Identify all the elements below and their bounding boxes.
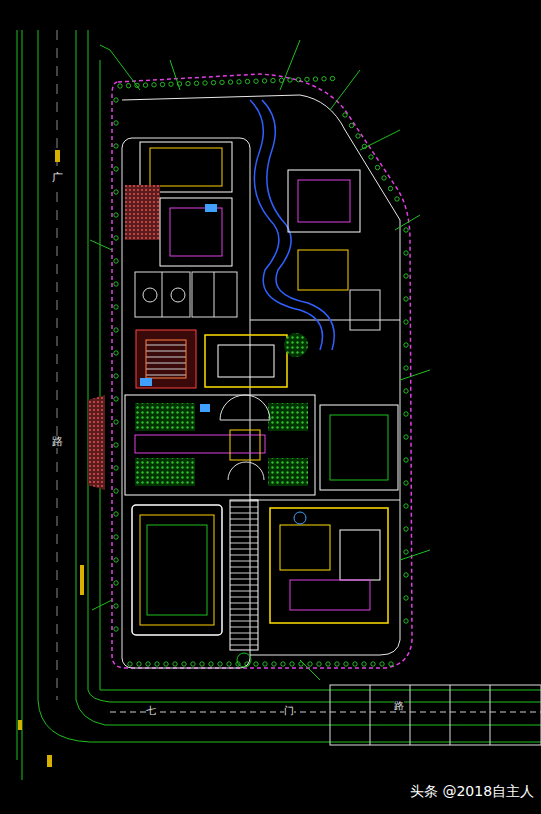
pool <box>205 204 217 212</box>
building <box>205 335 287 387</box>
left-road <box>17 30 541 780</box>
building <box>170 208 222 256</box>
building <box>160 198 232 266</box>
plaza-square <box>320 405 398 490</box>
building <box>146 340 186 378</box>
building-complex <box>270 508 388 623</box>
courts <box>135 272 237 317</box>
sports-field <box>132 505 222 635</box>
boundary-trees <box>114 76 408 666</box>
water-channel <box>250 100 334 350</box>
main-axis <box>230 500 258 650</box>
inner-roads <box>122 95 400 668</box>
road-name: 七 <box>146 705 156 716</box>
watermark: 头条 @2018自主人 <box>410 784 534 799</box>
road-name: 路 <box>52 436 63 448</box>
road-name: 路 <box>394 700 404 711</box>
leader-lines <box>90 40 430 680</box>
building <box>288 170 360 232</box>
crosswalk-grid <box>57 30 541 745</box>
building <box>136 330 196 388</box>
garden <box>284 333 308 357</box>
building <box>298 250 348 290</box>
road-name: 广 <box>52 172 63 184</box>
top-field <box>140 142 232 192</box>
road-name: 门 <box>284 705 294 716</box>
entrance-plaza <box>88 395 105 490</box>
pool <box>140 378 152 386</box>
field-line <box>150 148 222 186</box>
road-marks <box>18 150 84 767</box>
building <box>218 345 274 377</box>
plaza-square <box>330 415 388 480</box>
site-boundary <box>112 74 412 668</box>
building <box>298 180 350 222</box>
gate-feature <box>237 653 251 667</box>
red-plaza <box>125 185 160 240</box>
central-plaza <box>125 395 315 495</box>
building <box>350 290 380 330</box>
